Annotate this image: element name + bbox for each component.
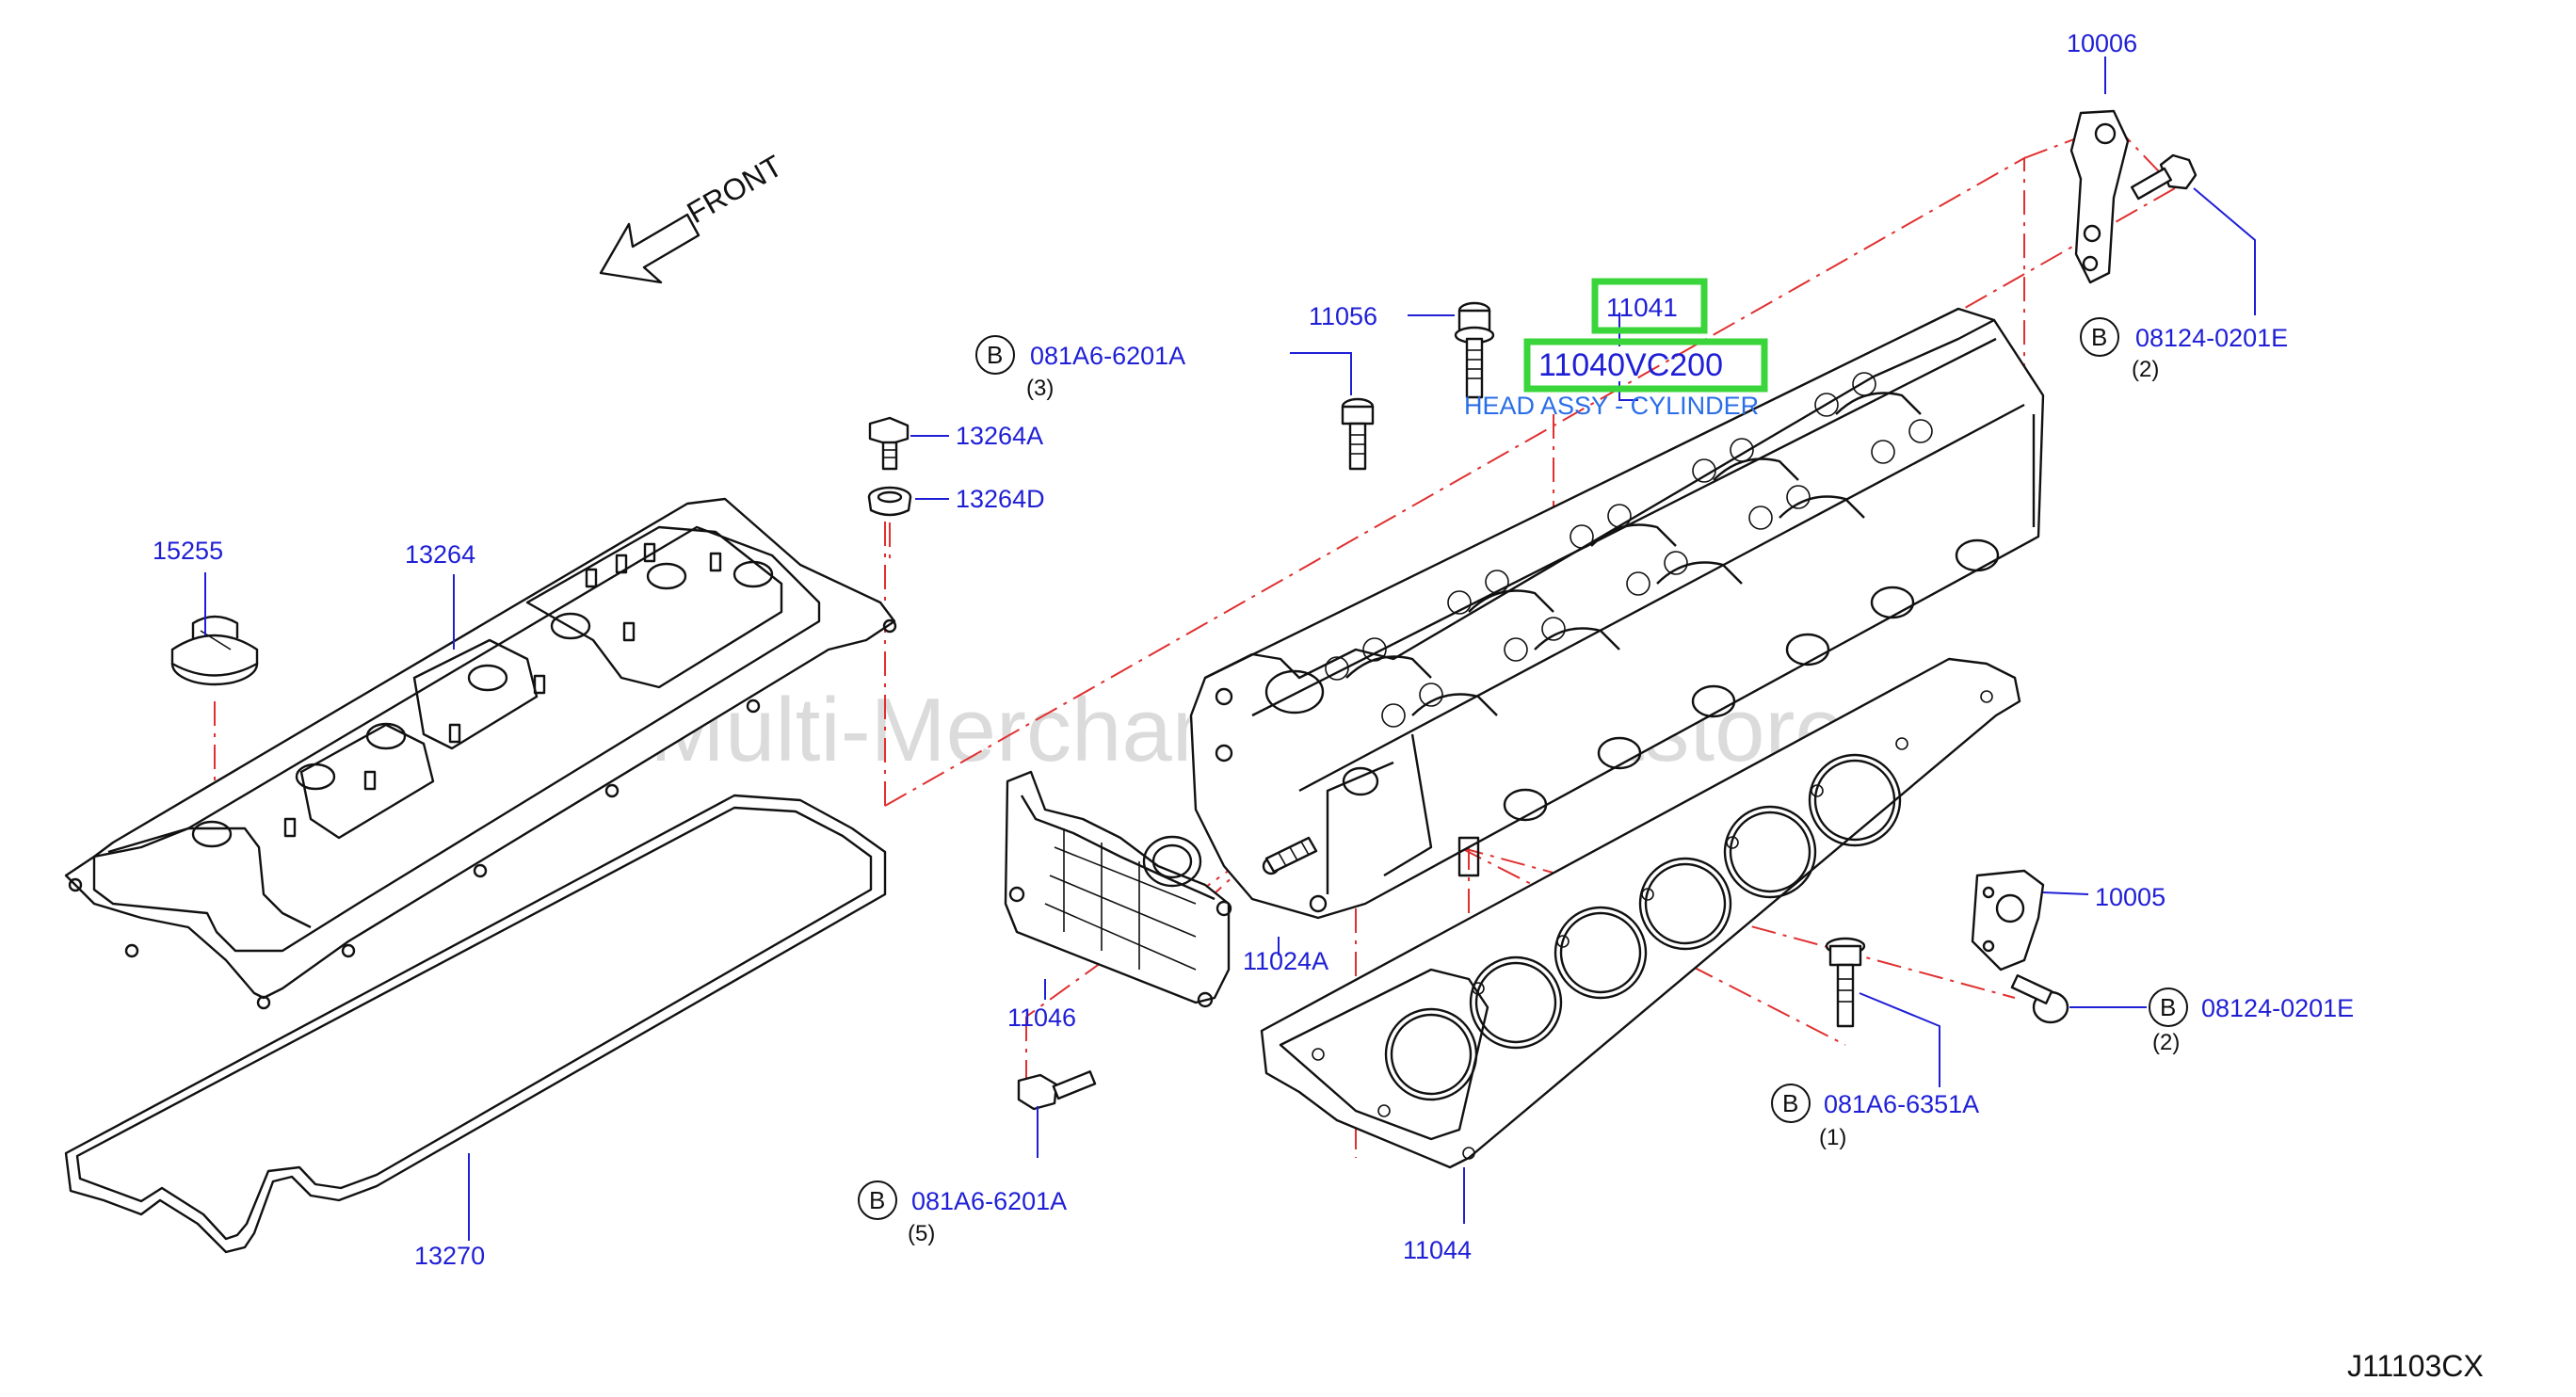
bolt-qty-2-bottom: (2) xyxy=(2152,1030,2180,1055)
cylinder-head-bolt-11056[interactable] xyxy=(1454,301,1495,399)
bolt-marker-circle xyxy=(2080,317,2119,357)
highlight-box-11040VC200 xyxy=(1523,338,1768,393)
diagram-code: J11103CX xyxy=(2347,1349,2484,1383)
label-10005[interactable]: 10005 xyxy=(2095,883,2165,911)
label-11024A[interactable]: 11024A xyxy=(1243,947,1328,975)
bolt-marker-letter: B xyxy=(2160,993,2176,1021)
bolt-number-081A6-6351A[interactable]: 081A6-6351A xyxy=(1824,1090,1979,1118)
bolt-081A6-6201A-bottom[interactable] xyxy=(1017,1070,1097,1111)
label-13264[interactable]: 13264 xyxy=(405,540,475,569)
label-13270[interactable]: 13270 xyxy=(414,1242,485,1270)
bolt-number-081A6-6201A-3[interactable]: 081A6-6201A xyxy=(1030,342,1185,370)
bolt-number-08124-0201E-top[interactable]: 08124-0201E xyxy=(2135,324,2288,352)
cylinder-head-assy[interactable] xyxy=(1189,307,2045,920)
bolt-081A6-6351A[interactable] xyxy=(1825,937,1866,1028)
oil-filler-cap-15255[interactable] xyxy=(170,615,259,686)
label-10006[interactable]: 10006 xyxy=(2067,29,2137,57)
label-11041[interactable]: 11041 xyxy=(1606,293,1678,322)
rocker-cover-gasket-13270[interactable] xyxy=(64,794,887,1254)
bolt-qty-5: (5) xyxy=(908,1221,935,1246)
label-11044[interactable]: 11044 xyxy=(1403,1236,1472,1264)
bolt-marker-circle xyxy=(1771,1084,1811,1123)
bolt-13264A[interactable] xyxy=(868,416,910,471)
bolt-08124-0201E-top[interactable] xyxy=(2130,153,2198,201)
bolt-marker-circle xyxy=(975,335,1015,375)
bolt-marker-letter: B xyxy=(2091,323,2107,351)
bolt-marker-letter: B xyxy=(987,341,1003,369)
grommet-13264D[interactable] xyxy=(867,486,912,517)
bolt-marker-circle xyxy=(858,1180,897,1220)
bolt-marker-circle xyxy=(2149,988,2188,1027)
label-15255[interactable]: 15255 xyxy=(153,537,223,565)
label-13264A[interactable]: 13264A xyxy=(956,422,1043,450)
label-11046[interactable]: 11046 xyxy=(1007,1004,1076,1032)
label-head-assy-cylinder[interactable]: HEAD ASSY - CYLINDER xyxy=(1464,392,1759,420)
bolt-number-08124-0201E-bottom[interactable]: 08124-0201E xyxy=(2201,994,2354,1022)
bolt-marker-letter: B xyxy=(869,1186,885,1214)
stud-11024A[interactable] xyxy=(1264,836,1318,874)
front-label: FRONT xyxy=(682,149,788,230)
bolt-08124-0201E-bottom[interactable] xyxy=(2010,974,2069,1024)
label-11040VC200[interactable]: 11040VC200 xyxy=(1538,347,1723,383)
bracket-10005[interactable] xyxy=(1971,869,2045,971)
label-11056[interactable]: 11056 xyxy=(1309,302,1377,330)
front-arrow-icon xyxy=(599,213,700,284)
bolt-qty-2-top: (2) xyxy=(2132,357,2159,382)
highlight-box-11041 xyxy=(1591,278,1708,334)
bolt-marker-letter: B xyxy=(1782,1089,1798,1117)
cylinder-head-gasket-11044[interactable] xyxy=(1260,657,2021,1169)
bolt-081A6-6201A-top[interactable] xyxy=(1341,397,1375,471)
bolt-qty-1: (1) xyxy=(1819,1125,1846,1150)
rocker-cover-13264[interactable] xyxy=(64,497,897,1010)
bracket-10006[interactable] xyxy=(2069,109,2130,284)
bolt-qty-3: (3) xyxy=(1026,376,1054,401)
cover-plate-11046[interactable] xyxy=(1004,770,1232,1008)
label-13264D[interactable]: 13264D xyxy=(956,485,1045,513)
bolt-number-081A6-6201A-5[interactable]: 081A6-6201A xyxy=(911,1187,1067,1215)
